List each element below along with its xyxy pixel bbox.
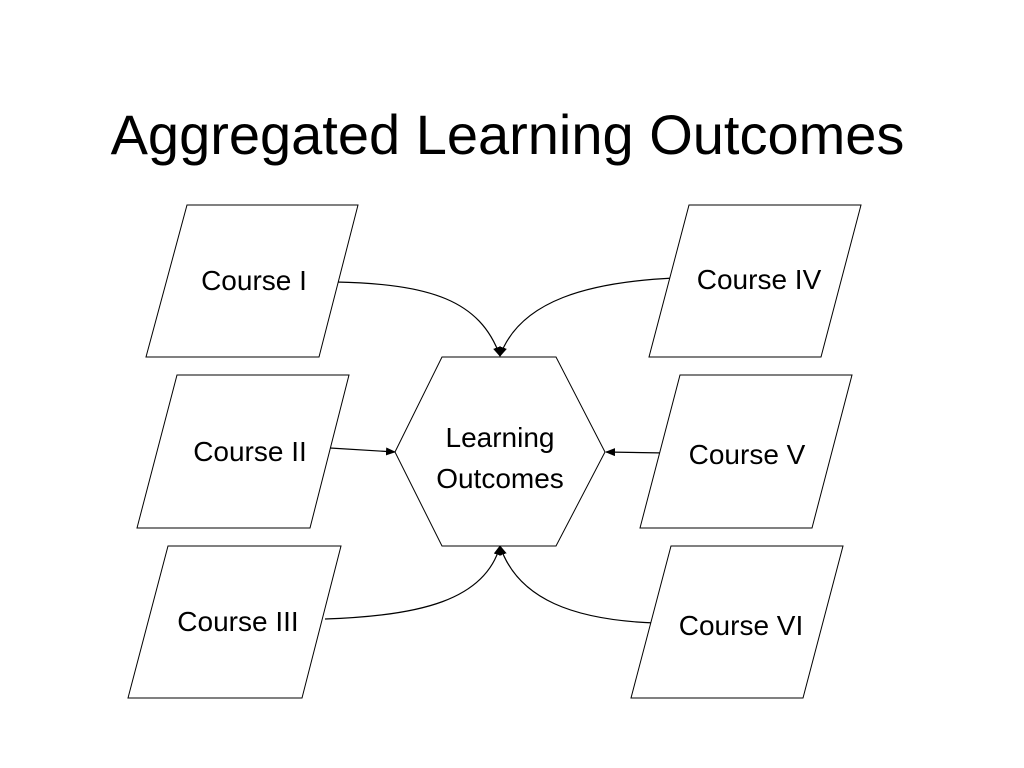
center-label-line-1: Learning — [446, 422, 555, 453]
course-node-3: Course III — [127, 545, 342, 699]
course-node-6: Course VI — [630, 545, 844, 699]
connector-course-3 — [324, 545, 502, 620]
connector-course-5 — [605, 448, 667, 457]
connector-course-2 — [329, 447, 396, 456]
course-label-3: Course III — [177, 606, 298, 637]
course-node-5: Course V — [639, 374, 853, 529]
course-label-1: Course I — [201, 265, 307, 296]
connector-course-1 — [335, 281, 501, 357]
course-node-2: Course II — [136, 374, 350, 529]
slide-title: Aggregated Learning Outcomes — [110, 103, 905, 166]
center-label-line-2: Outcomes — [436, 463, 564, 494]
course-label-5: Course V — [689, 439, 806, 470]
course-node-1: Course I — [145, 204, 359, 358]
connector-course-6 — [499, 545, 656, 624]
course-label-2: Course II — [193, 436, 307, 467]
course-node-4: Course IV — [648, 204, 862, 358]
course-label-6: Course VI — [679, 610, 804, 641]
connector-course-4 — [499, 277, 675, 357]
course-label-4: Course IV — [697, 264, 822, 295]
learning-outcomes-node: Learning Outcomes — [394, 356, 606, 547]
